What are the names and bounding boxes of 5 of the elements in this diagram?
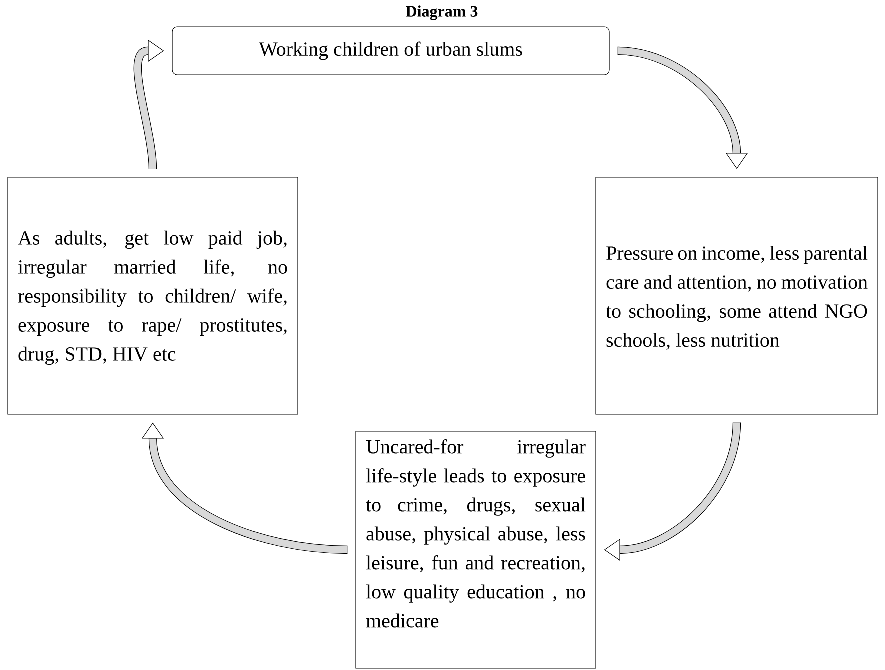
title: Diagram 3 bbox=[406, 6, 478, 20]
title-box: Working children of urban slums bbox=[172, 26, 610, 76]
text-box: As adults, get low paid job, irregular married life, no responsibility to children/ wife, exposure to rape/ prostitutes, drug, STD, HIV etc bbox=[8, 177, 298, 415]
text-box: Uncared-for irregular life-style leads to exposure to crime, drugs, sexual abuse, physical abuse, less leisure, fun and recreation, low quality education , no medicare bbox=[356, 431, 596, 669]
text-box: Pressure on income, less parental care and attention, no motivation to schooling, some attend NGO schools, less nutrition bbox=[596, 177, 878, 415]
